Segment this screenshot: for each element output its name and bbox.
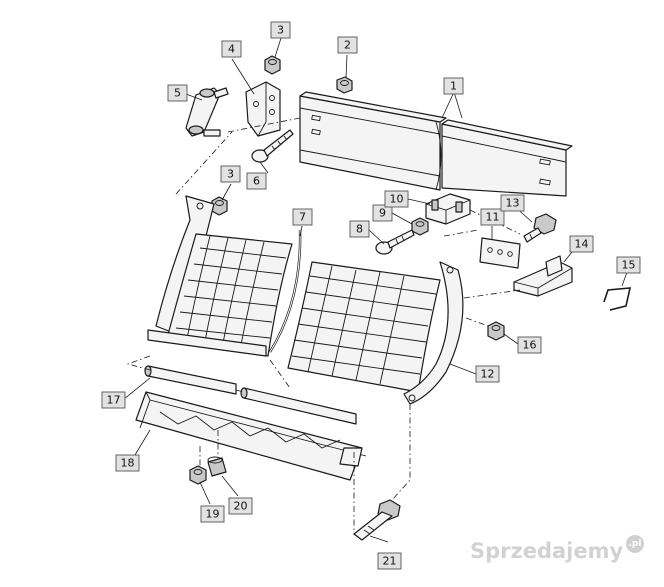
assembly-lines [126,117,521,534]
part-20-spacer [207,456,227,477]
sprzedajemy-watermark: Sprzedajemy .pl [470,535,644,563]
callout-9: 9 [372,204,393,222]
watermark-text: Sprzedajemy [470,539,624,563]
part-16-nut [487,321,505,341]
watermark-badge-icon [626,535,644,553]
part-19-nut [189,465,207,485]
callout-21-label: 21 [383,555,397,568]
part-8-bolt [375,229,415,255]
callout-2: 2 [337,36,358,54]
callout-18-label: 18 [121,457,135,470]
callout-16-label: 16 [523,339,537,352]
callout-5-label: 5 [174,87,181,100]
part-7-rod [268,229,302,353]
callout-6-label: 6 [253,175,260,188]
callout-4-label: 4 [228,43,235,56]
callout-17-label: 17 [107,394,121,407]
callout-1-label: 1 [450,80,457,93]
callout-14: 14 [569,235,594,253]
callout-8: 8 [349,220,370,238]
part-3-nut-upper [264,55,281,75]
part-14-bracket [513,255,573,297]
callout-15-label: 15 [622,259,636,272]
part-4-bracket [245,81,281,137]
concave-grate-left [147,195,293,357]
part-3-nut-lower [211,196,228,216]
callout-11-label: 11 [486,211,500,224]
part-2-nut [336,76,353,94]
callout-11: 11 [480,208,505,226]
callout-7-label: 7 [299,211,306,224]
callout-20-label: 20 [234,500,248,513]
callout-5: 5 [167,84,188,102]
part-21-long-bolt [353,499,401,541]
callout-4: 4 [221,40,242,58]
part-5-link-rod [185,87,229,137]
watermark-badge: .pl [629,539,642,549]
callout-12: 12 [475,365,500,383]
callout-2-label: 2 [344,39,351,52]
callout-20: 20 [228,497,253,515]
callout-13-label: 13 [506,197,520,210]
callout-1: 1 [443,77,464,95]
callout-21: 21 [377,552,402,570]
callout-3-upper-label: 3 [277,24,284,37]
callout-10: 10 [384,190,409,208]
callout-3-lower-label: 3 [227,168,234,181]
part-11-plate [479,237,521,269]
part-1-filler-plates [299,91,573,197]
concave-grate-right [287,261,441,393]
part-17-rods [144,365,357,425]
callout-13: 13 [500,194,525,212]
callout-18: 18 [115,454,140,472]
part-13-bolt [523,213,557,243]
callout-3-upper: 3 [270,21,291,39]
callout-7: 7 [292,208,313,226]
callout-6: 6 [246,172,267,190]
part-18-lower-rail [135,391,367,481]
leader-lines [123,37,628,543]
callout-17: 17 [101,391,126,409]
part-10-bracket [425,193,471,225]
callout-10-label: 10 [390,193,404,206]
callout-15: 15 [616,256,641,274]
callout-19-label: 19 [206,508,220,521]
callout-9-label: 9 [379,207,386,220]
callout-14-label: 14 [575,238,589,251]
callout-12-label: 12 [481,368,495,381]
callout-8-label: 8 [356,223,363,236]
callout-3-lower: 3 [220,165,241,183]
callout-19: 19 [200,505,225,523]
callout-16: 16 [517,336,542,354]
part-6-carriage-bolt [251,129,294,163]
part-9-nut [411,217,429,236]
part-15-clip [603,287,632,311]
